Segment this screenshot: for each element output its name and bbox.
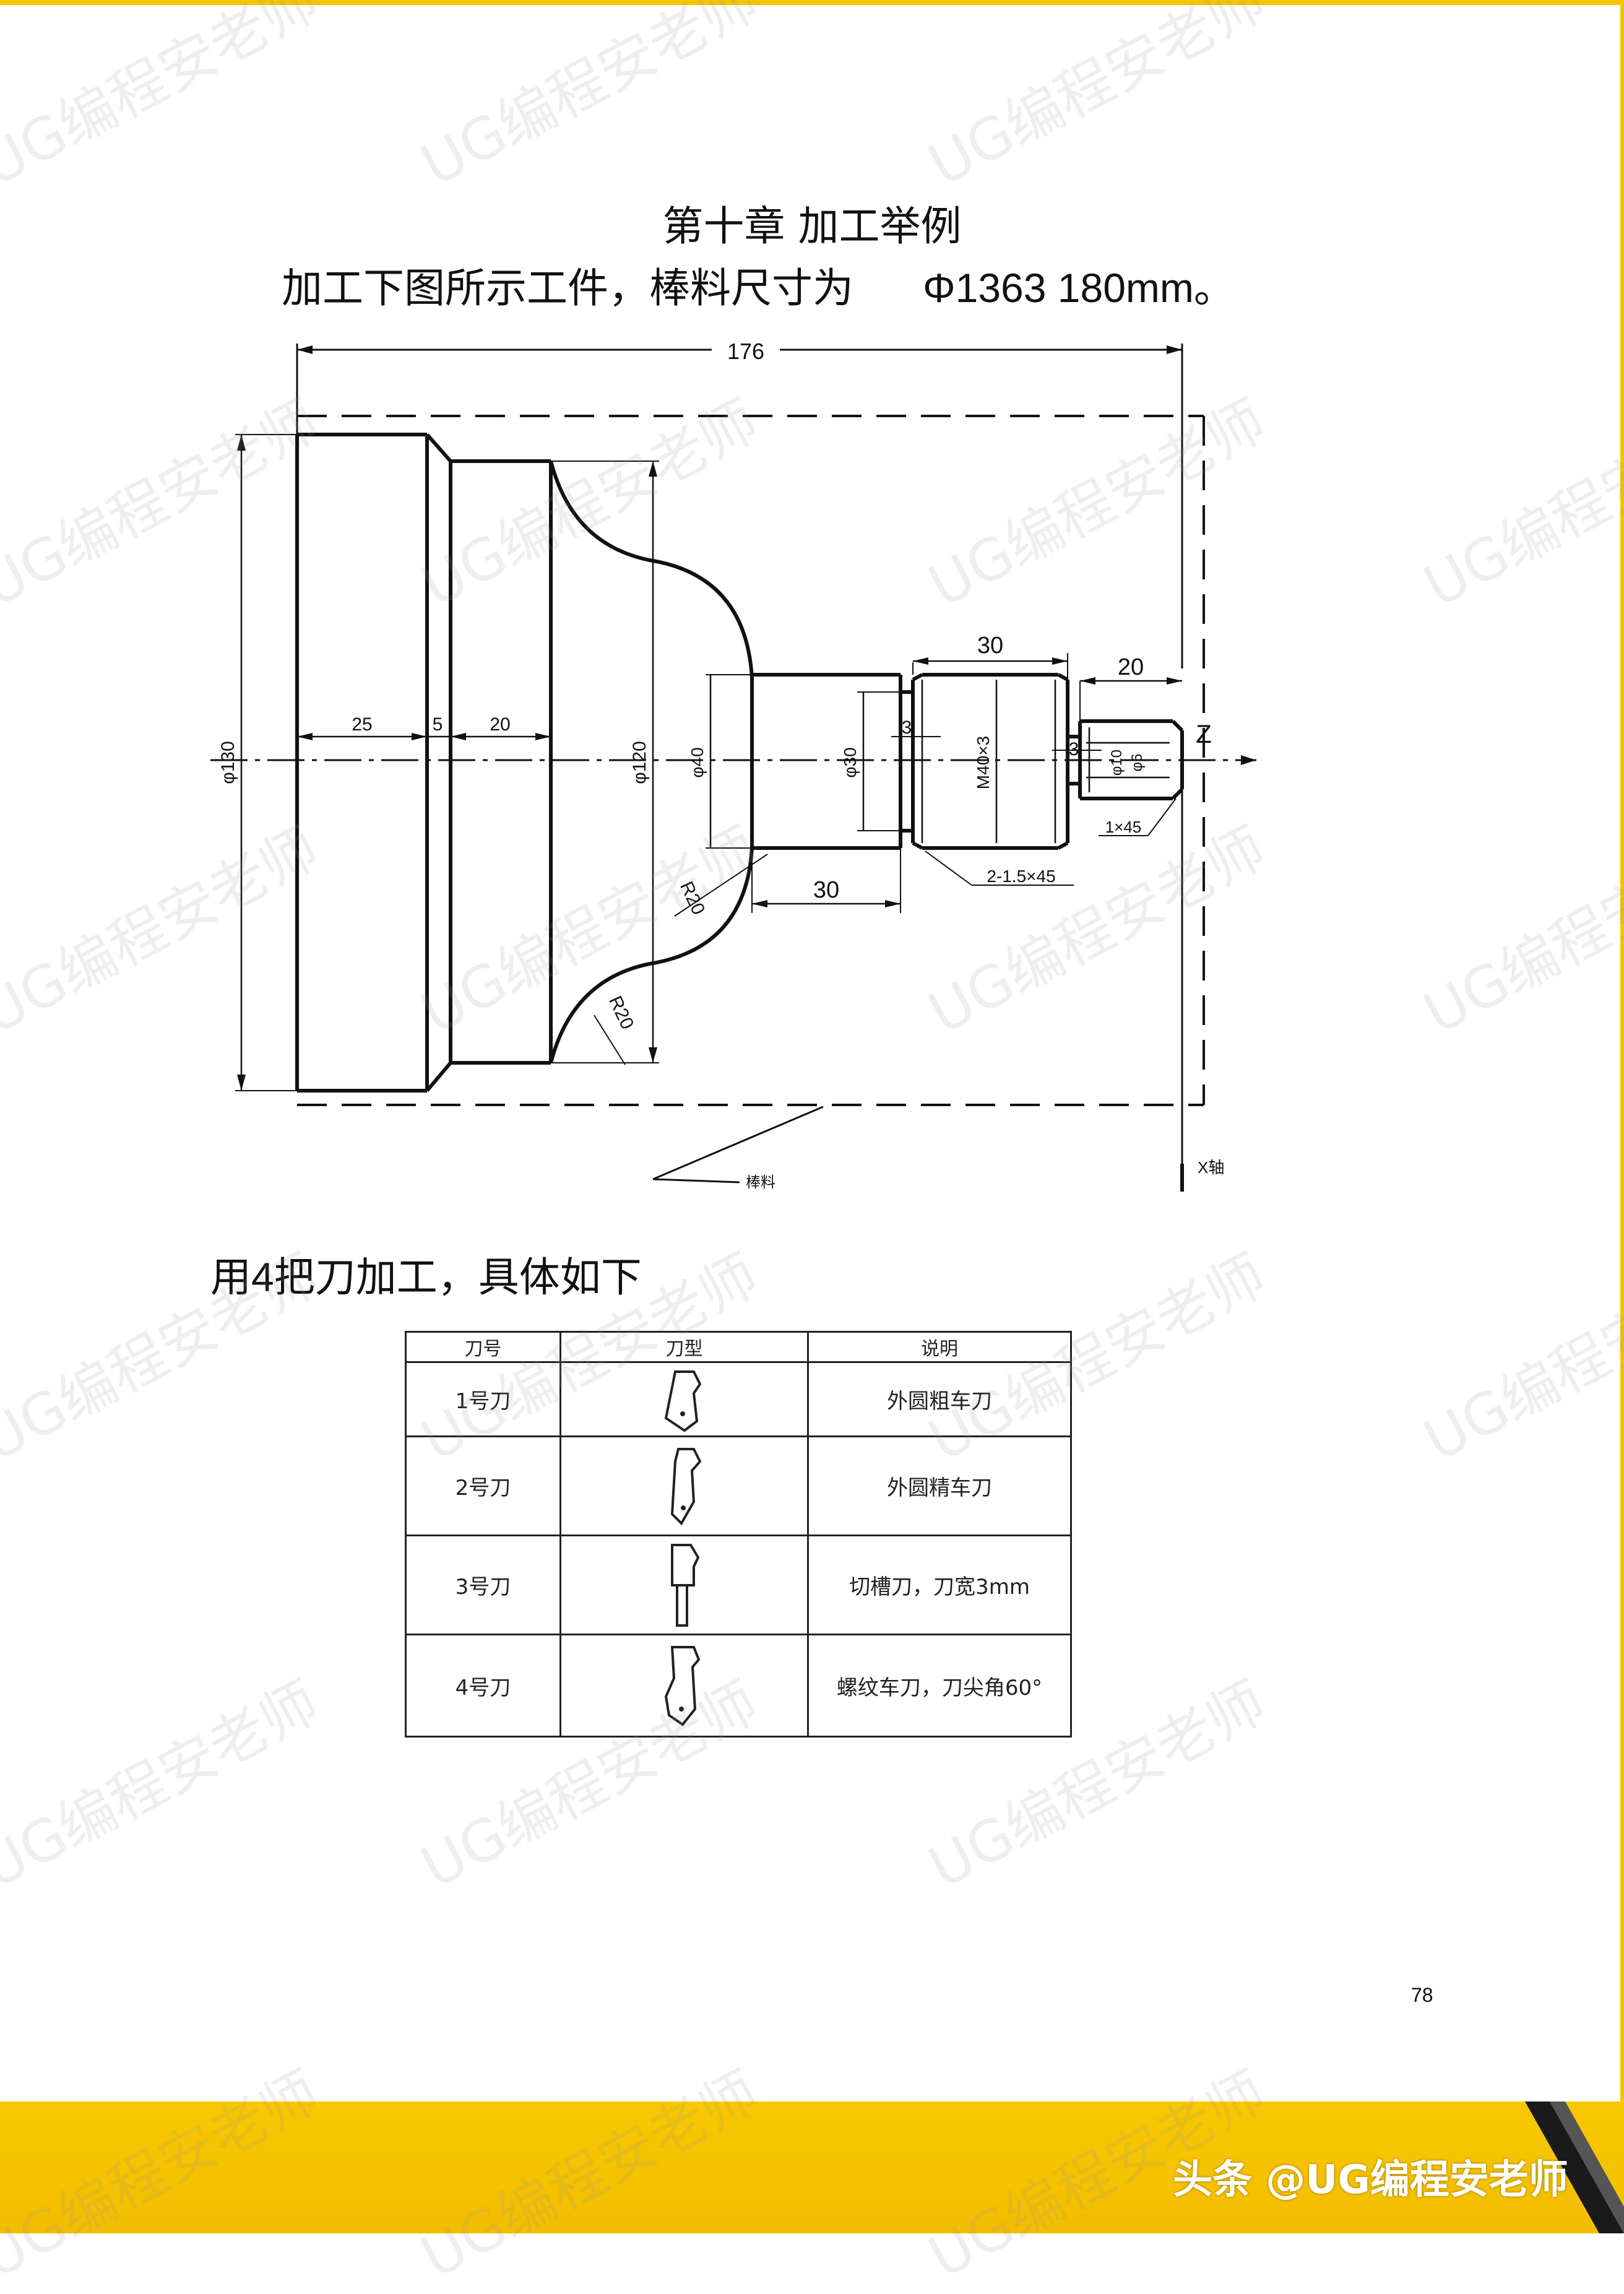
dia-30: φ30 [840, 747, 860, 777]
header-type: 刀型 [559, 1331, 809, 1363]
right-accent-bar [1620, 0, 1624, 2105]
finish-turning-tool-icon [559, 1435, 809, 1536]
table-row: 1号刀 外圆粗车刀 [405, 1361, 1072, 1437]
table-row: 3号刀 切槽刀，刀宽3mm [405, 1534, 1072, 1635]
chapter-title: 第十章 加工举例 [662, 202, 962, 250]
subtitle: 加工下图所示工件，棒料尺寸为 Φ1363 180mm。 [282, 255, 1235, 314]
dim-25: 25 [352, 714, 372, 735]
radius-b: R20 [605, 993, 637, 1032]
x-axis-label: X轴 [1198, 1158, 1224, 1177]
tool-number: 1号刀 [405, 1361, 561, 1437]
top-accent-bar [0, 0, 1624, 5]
header-number: 刀号 [405, 1331, 561, 1363]
watermark: UG编程安老师 [0, 1668, 330, 1902]
dia-40: φ40 [688, 747, 707, 777]
dim-30-top: 30 [977, 633, 1003, 659]
dim-5: 5 [433, 714, 443, 735]
part-drawing: 176 25 5 20 φ130 φ120 φ40 φ30 M40×3 30 2… [210, 339, 1256, 1192]
rough-turning-tool-icon [559, 1361, 809, 1437]
tool-intro-prefix: 用 [210, 1253, 251, 1301]
chamfer-2: 2-1.5×45 [987, 867, 1055, 886]
footer-stripe-decoration [1525, 2101, 1624, 2233]
tool-number: 3号刀 [405, 1534, 561, 1635]
footer-band [0, 2101, 1624, 2233]
tool-desc: 切槽刀，刀宽3mm [807, 1534, 1072, 1635]
dim-30-bottom: 30 [813, 877, 839, 903]
footer-credit: 头条 @UG编程安老师 [1173, 2157, 1568, 2203]
tool-desc: 外圆粗车刀 [807, 1361, 1072, 1437]
dia-6: φ6 [1129, 754, 1146, 772]
chamfer-1x45: 1×45 [1105, 818, 1142, 836]
stock-label: 棒料 [746, 1174, 775, 1191]
dim-20a: 20 [490, 714, 510, 735]
dim-3b: 3 [1069, 739, 1079, 760]
dim-total: 176 [727, 339, 764, 364]
dia-130: φ130 [218, 741, 238, 784]
tool-number: 2号刀 [405, 1435, 561, 1536]
tool-number: 4号刀 [405, 1634, 561, 1738]
threading-tool-icon [559, 1634, 809, 1738]
grooving-tool-icon [559, 1534, 809, 1635]
thread-m40: M40×3 [974, 736, 993, 789]
tool-desc: 螺纹车刀，刀尖角60° [807, 1634, 1072, 1738]
table-header-row: 刀号 刀型 说明 [405, 1331, 1072, 1363]
subtitle-text: 加工下图所示工件，棒料尺寸为 [282, 264, 853, 312]
page-number: 78 [1411, 1984, 1433, 2006]
tool-intro: 用4把刀加工，具体如下 [210, 1244, 642, 1304]
dim-3a: 3 [902, 717, 912, 738]
stock-dimension: Φ1363 180mm。 [922, 265, 1235, 311]
watermark: UG编程安老师 [1413, 1241, 1624, 1474]
dia-120: φ120 [629, 741, 650, 784]
dia-10: φ10 [1108, 750, 1125, 776]
dim-20-right: 20 [1118, 654, 1144, 680]
table-row: 4号刀 螺纹车刀，刀尖角60° [405, 1634, 1072, 1738]
table-row: 2号刀 外圆精车刀 [405, 1435, 1072, 1536]
header-desc: 说明 [807, 1331, 1072, 1363]
tool-table: 刀号 刀型 说明 1号刀 外圆粗车刀 2号刀 外圆精车刀 [405, 1331, 1072, 1738]
tool-count: 4 [251, 1254, 274, 1300]
tool-desc: 外圆精车刀 [807, 1435, 1072, 1536]
tool-intro-suffix: 把刀加工，具体如下 [274, 1253, 642, 1301]
z-axis-label: Z [1196, 719, 1212, 748]
